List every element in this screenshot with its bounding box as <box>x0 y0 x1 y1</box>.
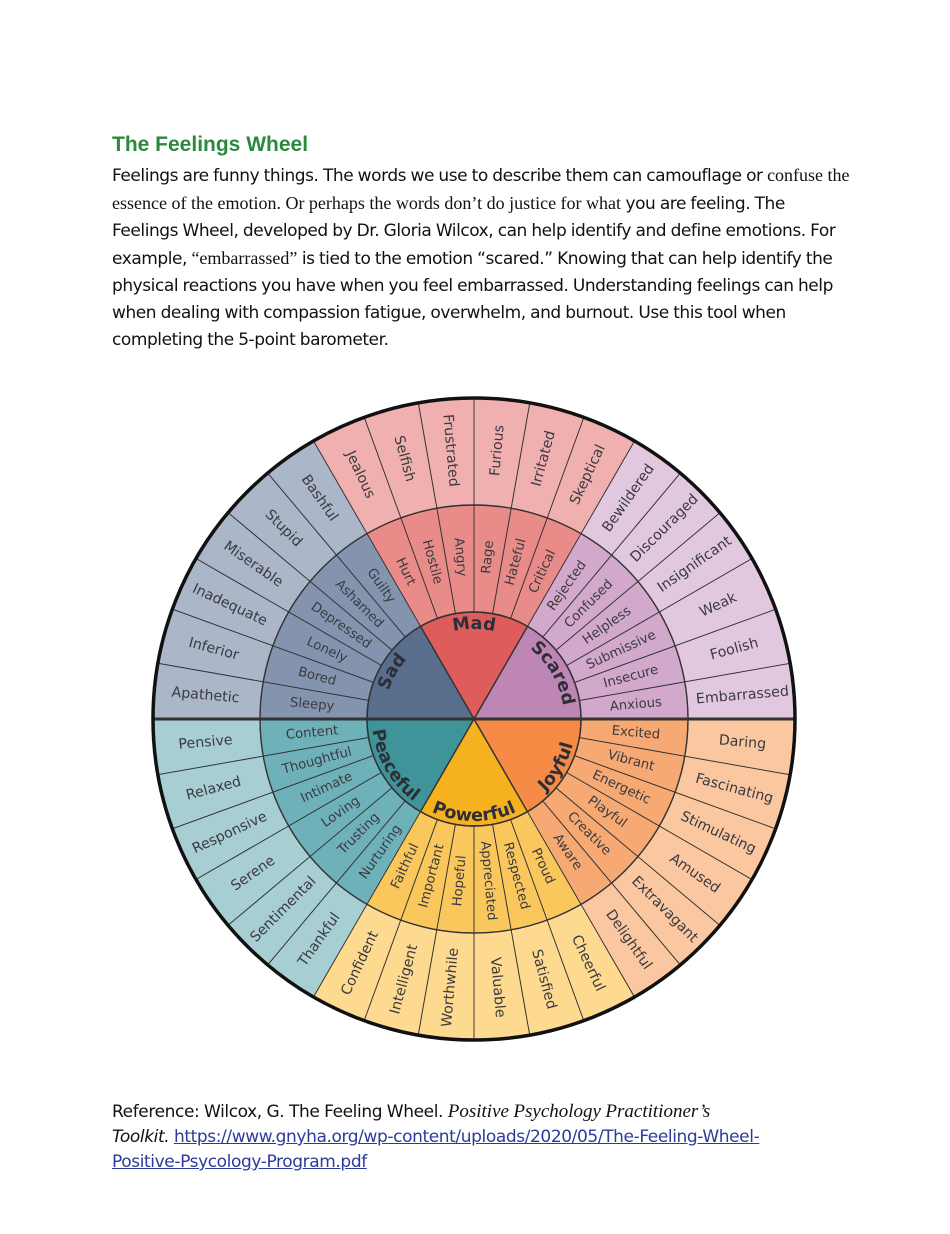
middle-label: Anxious <box>609 695 662 714</box>
outer-label: Apathetic <box>171 685 240 707</box>
reference-book-title: Positive Psychology Practitioner’s <box>447 1101 711 1122</box>
middle-label: Hopeful <box>450 855 469 907</box>
emotion-group-sad: GuiltyAshamedDepressedLonelyBoredSleepyB… <box>152 440 476 720</box>
middle-label: Excited <box>611 724 661 743</box>
outer-label: Valuable <box>487 957 508 1019</box>
middle-label: Appreciated <box>477 841 499 922</box>
page-title: The Feelings Wheel <box>112 133 309 156</box>
middle-ring <box>259 504 689 934</box>
outer-label: Pensive <box>178 732 233 753</box>
reference-book-title-cont: Toolkit. <box>112 1127 170 1147</box>
intro-text-part: confuse the essence of the emotion. Or p… <box>112 165 850 213</box>
middle-label: Angry <box>451 537 469 577</box>
intro-text-part: Feelings are funny things. The words we … <box>112 166 768 186</box>
middle-label: Content <box>285 723 339 743</box>
outer-ring <box>151 396 797 1042</box>
middle-label: Sleepy <box>289 695 335 714</box>
emotion-group-peaceful: ContentThoughtfulIntimateLovingTrustingN… <box>152 718 476 998</box>
core-label-mad: Mad <box>451 614 497 636</box>
core-ring <box>366 611 582 827</box>
middle-label: Rage <box>479 540 497 575</box>
outer-label: Worthwhile <box>439 947 462 1028</box>
reference-link[interactable]: https://www.gnyha.org/wp-content/uploads… <box>112 1127 760 1172</box>
outer-label: Frustrated <box>439 414 461 488</box>
emotion-group-scared: AnxiousInsecureSubmissiveHelplessConfuse… <box>472 440 796 720</box>
intro-paragraph: Feelings are funny things. The words we … <box>112 162 852 354</box>
reference-citation: Reference: Wilcox, G. The Feeling Wheel.… <box>112 1099 872 1175</box>
emotion-group-mad: CriticalHatefulRageAngryHostileHurtSkept… <box>312 397 636 721</box>
outer-label: Daring <box>718 732 767 752</box>
intro-text-part: is tied to the emotion “scared.” Knowing… <box>112 249 833 350</box>
intro-text-part: you are feeling. The Feelings Wheel, dev… <box>112 194 836 269</box>
outer-label: Furious <box>487 424 507 476</box>
reference-prefix: Reference: Wilcox, G. The Feeling Wheel. <box>112 1102 448 1122</box>
intro-text-part: “embarrassed” <box>191 248 298 268</box>
